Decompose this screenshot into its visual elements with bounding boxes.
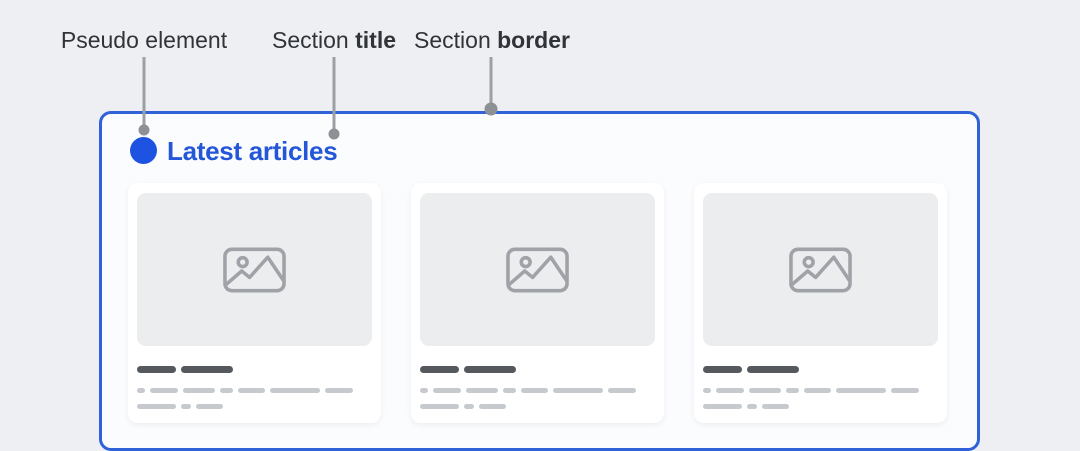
connector-dot-pseudo-element (138, 124, 150, 136)
text-skeleton-bar (464, 404, 474, 409)
tag-bars (137, 366, 372, 373)
tag-skeleton-bar (420, 366, 459, 373)
text-skeleton-bar (703, 404, 742, 409)
annotated-ui-diagram: { "colors": { "page_background": "#edeff… (60, 27, 980, 451)
text-skeleton-bar (703, 388, 711, 393)
text-skeleton-bar (238, 388, 265, 393)
text-skeleton-bar (749, 388, 781, 393)
image-icon (506, 247, 569, 292)
text-skeleton-row (420, 388, 655, 393)
text-skeleton-bar (891, 388, 919, 393)
text-skeleton-bar (503, 388, 516, 393)
text-skeleton-bar (137, 388, 145, 393)
image-icon (223, 247, 286, 292)
text-skeleton-bar (181, 404, 191, 409)
text-skeleton-row (703, 388, 938, 393)
tag-bars (420, 366, 655, 373)
text-skeleton-bar (150, 388, 178, 393)
text-skeleton-bar (420, 388, 428, 393)
annotation-text: Section (272, 27, 356, 53)
tag-skeleton-bar (703, 366, 742, 373)
text-skeleton-row (137, 388, 372, 393)
text-skeleton-bar (479, 404, 506, 409)
text-skeleton-bar (196, 404, 223, 409)
text-skeleton-bar (836, 388, 886, 393)
annotation-text: Pseudo element (60, 27, 228, 53)
text-skeleton-row (420, 404, 655, 409)
annotation-label-section-title: Section title (272, 27, 396, 55)
text-skeleton-bar (608, 388, 636, 393)
image-placeholder (420, 193, 655, 346)
connector-line-section-border (489, 57, 493, 104)
text-skeleton-bar (786, 388, 799, 393)
text-skeleton (420, 388, 655, 409)
image-placeholder (703, 193, 938, 346)
text-skeleton-row (137, 404, 372, 409)
annotation-label-section-border: Section border (414, 27, 570, 55)
connector-line-section-title (332, 57, 336, 129)
annotation-text-bold: title (355, 27, 396, 53)
text-skeleton (703, 388, 938, 409)
connector-dot-section-title (328, 128, 340, 140)
text-skeleton-bar (433, 388, 461, 393)
tag-skeleton-bar (181, 366, 233, 373)
text-skeleton-bar (762, 404, 789, 409)
article-card-skeleton (128, 183, 381, 423)
tag-skeleton-bar (747, 366, 799, 373)
connector-line-pseudo-element (142, 57, 146, 126)
section-title: Latest articles (167, 136, 338, 166)
connector-dot-section-border (484, 102, 498, 116)
text-skeleton (137, 388, 372, 409)
tag-skeleton-bar (464, 366, 516, 373)
annotation-text-bold: border (497, 27, 570, 53)
text-skeleton-bar (183, 388, 215, 393)
cards-row (128, 183, 947, 423)
text-skeleton-row (703, 404, 938, 409)
article-card-skeleton (694, 183, 947, 423)
title-pseudo-element-bullet (130, 137, 157, 164)
latest-articles-section: Latest articles (99, 111, 980, 451)
tag-skeleton-bar (137, 366, 176, 373)
image-placeholder (137, 193, 372, 346)
text-skeleton-bar (420, 404, 459, 409)
text-skeleton-bar (137, 404, 176, 409)
text-skeleton-bar (716, 388, 744, 393)
text-skeleton-bar (220, 388, 233, 393)
text-skeleton-bar (466, 388, 498, 393)
text-skeleton-bar (325, 388, 353, 393)
annotation-text: Section (414, 27, 498, 53)
annotation-label-pseudo-element: Pseudo element (61, 27, 227, 55)
article-card-skeleton (411, 183, 664, 423)
text-skeleton-bar (521, 388, 548, 393)
text-skeleton-bar (553, 388, 603, 393)
image-icon (789, 247, 852, 292)
text-skeleton-bar (804, 388, 831, 393)
text-skeleton-bar (270, 388, 320, 393)
text-skeleton-bar (747, 404, 757, 409)
tag-bars (703, 366, 938, 373)
